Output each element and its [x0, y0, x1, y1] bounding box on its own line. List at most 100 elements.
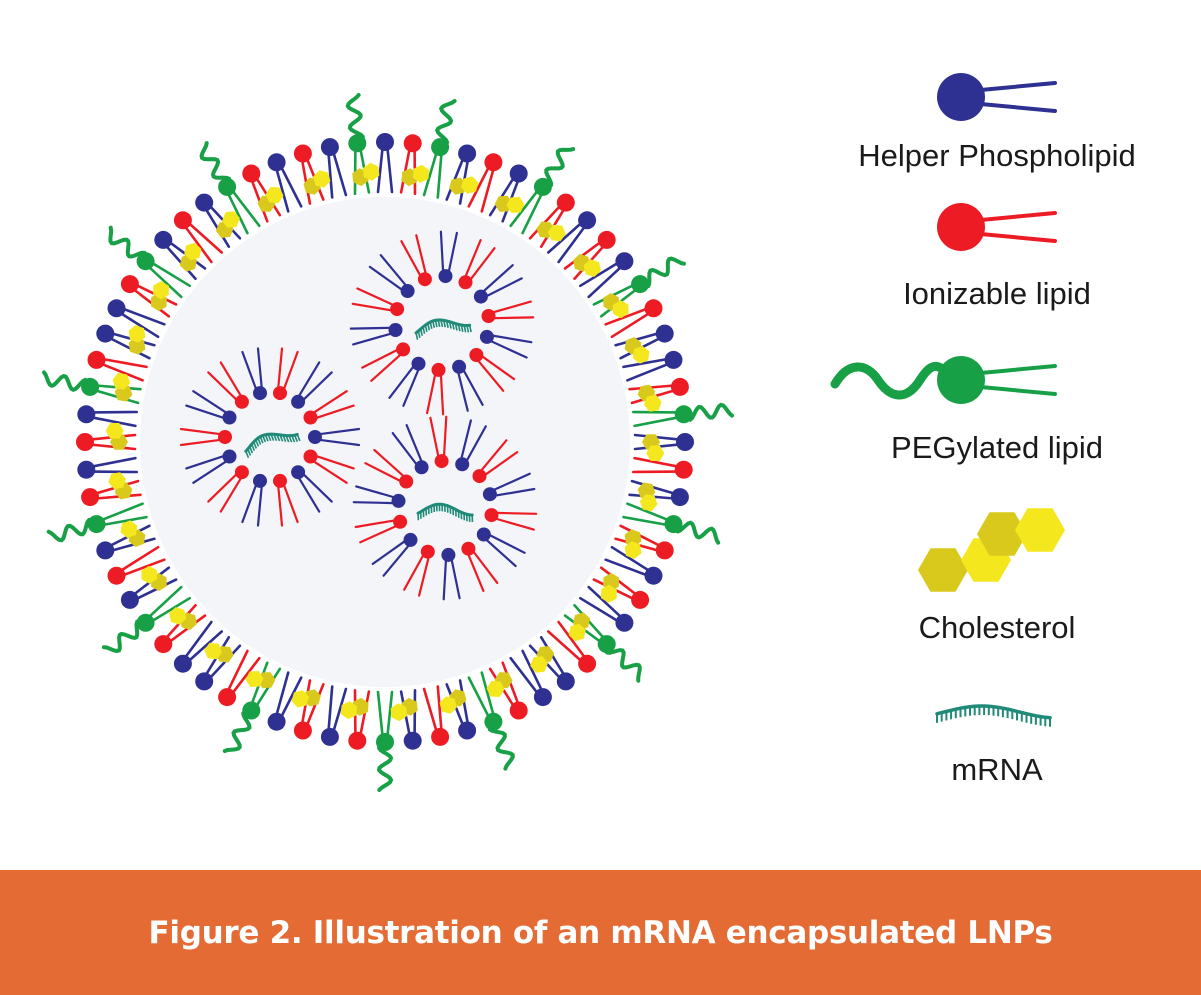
ionizable-lipid — [364, 448, 414, 489]
ionizable-lipid — [303, 390, 355, 425]
helper-phospholipid — [578, 585, 634, 632]
ionizable-lipid — [472, 439, 519, 484]
ionizable-lipid — [76, 433, 137, 451]
helper-phospholipid — [173, 620, 223, 673]
cholesterol — [141, 565, 167, 591]
helper-phospholipid — [291, 465, 333, 513]
ionizable-lipid — [429, 415, 449, 469]
cholesterol — [169, 607, 197, 630]
legend-label-pegylated-lipid: PEGylated lipid — [891, 430, 1103, 465]
pegylated-lipid — [108, 225, 191, 299]
ionizable-lipid — [107, 545, 166, 585]
cholesterol — [291, 689, 321, 708]
helper-phospholipid-icon — [937, 73, 1057, 121]
ionizable-lipid — [484, 508, 538, 531]
helper-phospholipid — [388, 356, 426, 407]
helper-phospholipid — [391, 424, 429, 475]
ionizable-lipid — [293, 679, 325, 740]
helper-phospholipid — [320, 138, 348, 199]
ionizable-lipid — [354, 514, 408, 544]
ionizable-lipid — [481, 300, 535, 323]
cholesterol — [642, 434, 665, 461]
ionizable-lipid — [218, 649, 261, 707]
helper-phospholipid — [482, 472, 536, 502]
ionizable-lipid — [303, 449, 355, 484]
lipid-nanoparticle — [42, 93, 734, 792]
ionizable-lipid — [458, 239, 496, 290]
pegylated-lipid — [199, 141, 261, 235]
cholesterol — [303, 170, 331, 195]
ionizable-lipid — [403, 544, 435, 597]
pegylated-lipid-icon — [830, 356, 1057, 404]
mrna-icon — [935, 704, 1052, 727]
ionizable-lipid — [546, 620, 597, 673]
caption-bar: Figure 2. Illustration of an mRNA encaps… — [0, 870, 1201, 995]
cholesterol — [624, 337, 650, 364]
helper-phospholipid — [241, 473, 267, 527]
helper-phospholipid — [473, 264, 523, 304]
ionizable-lipid — [426, 362, 446, 416]
cholesterol-icon — [918, 508, 1065, 592]
cholesterol — [204, 642, 234, 663]
cholesterol — [573, 254, 601, 277]
helper-phospholipid — [452, 359, 484, 412]
legend-icons — [830, 73, 1065, 727]
ionizable-lipid — [207, 465, 249, 513]
mrna-strand — [416, 502, 474, 523]
helper-phospholipid — [185, 449, 237, 484]
cholesterol — [568, 612, 591, 642]
helper-phospholipid — [438, 230, 458, 284]
pegylated-lipid — [622, 502, 721, 545]
helper-phospholipid — [376, 133, 394, 194]
ionizable-lipid — [361, 342, 411, 382]
helper-phospholipid — [371, 532, 418, 577]
ionizable-lipid — [351, 287, 405, 317]
ionizable-lipid — [604, 299, 663, 339]
cholesterol — [401, 164, 430, 187]
helper-phospholipid — [368, 254, 415, 298]
cholesterol — [105, 423, 128, 450]
inner-micelle — [352, 415, 538, 601]
cholesterol — [352, 162, 380, 187]
cholesterol — [215, 211, 240, 238]
helper-phospholipid — [476, 527, 526, 568]
ionizable-lipid-icon — [937, 203, 1057, 251]
ionizable-lipid — [87, 350, 148, 382]
helper-phospholipid — [441, 547, 461, 601]
helper-phospholipid — [455, 419, 487, 472]
ionizable-lipid — [179, 427, 232, 447]
particle-core — [140, 197, 630, 687]
helper-phospholipid — [291, 361, 333, 409]
ionizable-lipid — [467, 153, 503, 213]
legend-label-cholesterol: Cholesterol — [918, 610, 1076, 645]
helper-phospholipid — [308, 427, 361, 447]
helper-phospholipid — [241, 347, 267, 401]
helper-phospholipid — [195, 193, 242, 248]
cholesterol — [637, 384, 662, 412]
helper-phospholipid — [479, 329, 533, 359]
cholesterol — [601, 573, 620, 603]
mrna-strand — [244, 432, 301, 459]
cholesterol — [494, 195, 525, 213]
pegylated-lipid — [422, 99, 457, 199]
cholesterol — [390, 697, 418, 722]
ionizable-lipid — [81, 479, 142, 507]
ionizable-lipid — [400, 234, 432, 287]
cholesterol — [603, 293, 629, 319]
cholesterol — [179, 242, 202, 272]
cholesterol — [340, 697, 369, 720]
pegylated-lipid — [509, 147, 576, 235]
pegylated-lipid — [631, 402, 734, 428]
cholesterol — [150, 281, 169, 311]
legend-label-mrna: mRNA — [951, 752, 1043, 787]
cholesterol — [245, 671, 276, 689]
helper-phospholipid — [107, 299, 166, 339]
ionizable-lipid — [173, 211, 223, 264]
cholesterol — [439, 689, 467, 714]
cholesterol — [624, 529, 642, 559]
helper-phospholipid — [578, 252, 634, 299]
helper-phospholipid — [546, 211, 597, 264]
cholesterol — [530, 646, 555, 673]
pegylated-lipid — [563, 603, 642, 683]
helper-phospholipid — [267, 671, 303, 731]
